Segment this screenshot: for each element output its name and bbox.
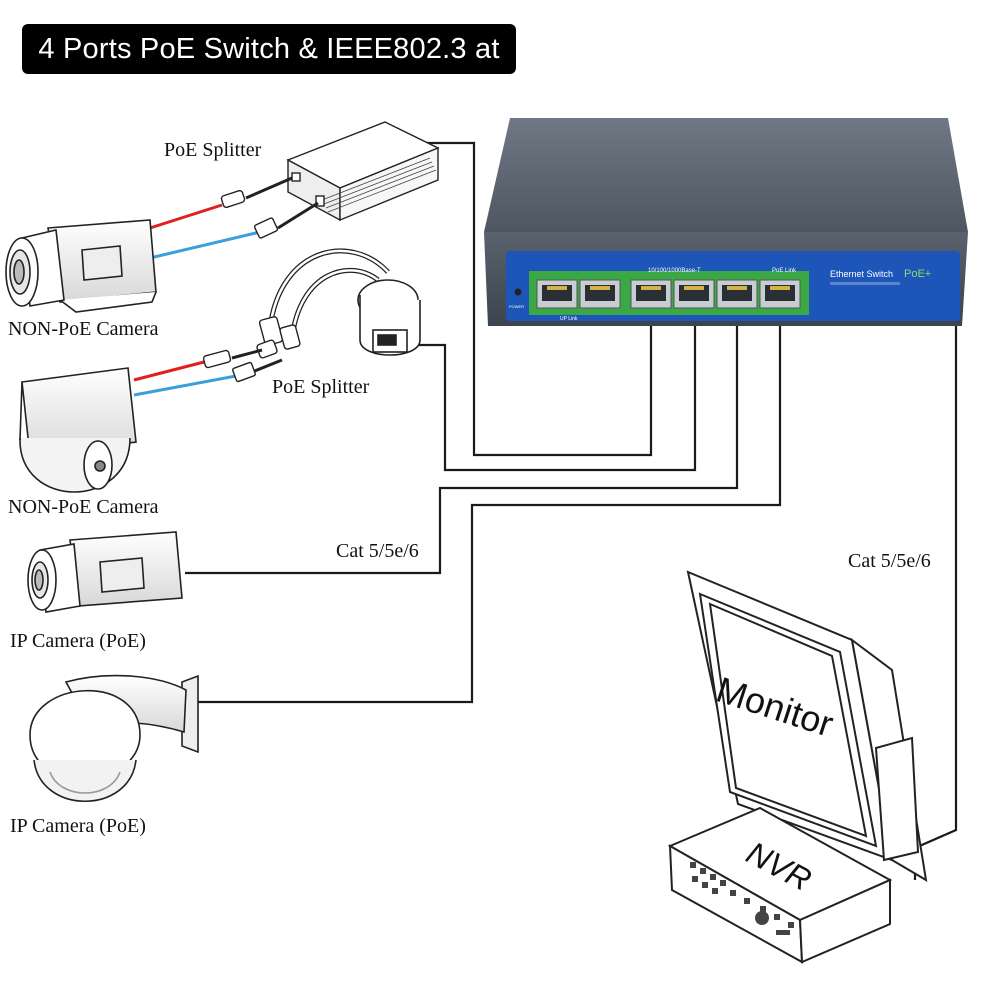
power-label: POWER — [509, 304, 524, 309]
splitter2-plugs — [256, 316, 301, 359]
speed-label: 10/100/1000Base-T — [648, 268, 701, 274]
switch-ports — [536, 279, 801, 309]
poe-splitter-cable — [267, 248, 421, 356]
label-non-poe-camera-1: NON-PoE Camera — [8, 318, 159, 340]
cable-port4-ipcam2 — [198, 306, 782, 704]
label-non-poe-camera-2: NON-PoE Camera — [8, 496, 159, 518]
poe-switch: 10/100/1000Base-T PoE Link UP Link POWER… — [484, 118, 968, 326]
splitter2-connectors — [202, 349, 256, 383]
switch-port-pins — [590, 286, 610, 290]
ip-camera-1 — [27, 531, 183, 613]
label-ip-camera-2: IP Camera (PoE) — [10, 815, 146, 837]
switch-brand: PoE+ — [904, 268, 931, 280]
label-poe-splitter-1: PoE Splitter — [164, 139, 262, 161]
switch-fine-print — [830, 282, 900, 285]
label-ip-camera-1: IP Camera (PoE) — [10, 630, 146, 652]
switch-port-pins — [684, 286, 704, 290]
label-poe-splitter-2: PoE Splitter — [272, 376, 370, 398]
label-cable-2: Cat 5/5e/6 — [848, 550, 931, 572]
title-banner — [22, 24, 516, 74]
label-cable-1: Cat 5/5e/6 — [336, 540, 419, 562]
poe-link-label: PoE Link — [772, 268, 797, 274]
non-poe-camera-2 — [19, 367, 137, 493]
nvr — [667, 806, 893, 964]
switch-port-pins — [547, 286, 567, 290]
splitter1-wires — [149, 176, 319, 260]
cable-port2-splitter2 — [415, 306, 697, 472]
splitter2-wires — [133, 348, 283, 397]
uplink-label: UP Link — [560, 316, 578, 322]
ip-camera-2 — [29, 674, 199, 802]
splitter1-connectors — [220, 189, 279, 239]
cable-port3-ipcam1 — [185, 306, 739, 575]
switch-port-pins — [770, 286, 790, 290]
page-title: 4 Ports PoE Switch & IEEE802.3 at — [38, 33, 500, 65]
cable-port1-splitter1 — [425, 141, 653, 457]
switch-port-pins — [727, 286, 747, 290]
non-poe-camera-1 — [5, 219, 157, 313]
poe-splitter-box — [286, 121, 440, 222]
monitor — [686, 570, 928, 882]
switch-port-pins — [641, 286, 661, 290]
switch-panel-text: Ethernet Switch — [830, 269, 893, 279]
power-led — [514, 288, 522, 296]
